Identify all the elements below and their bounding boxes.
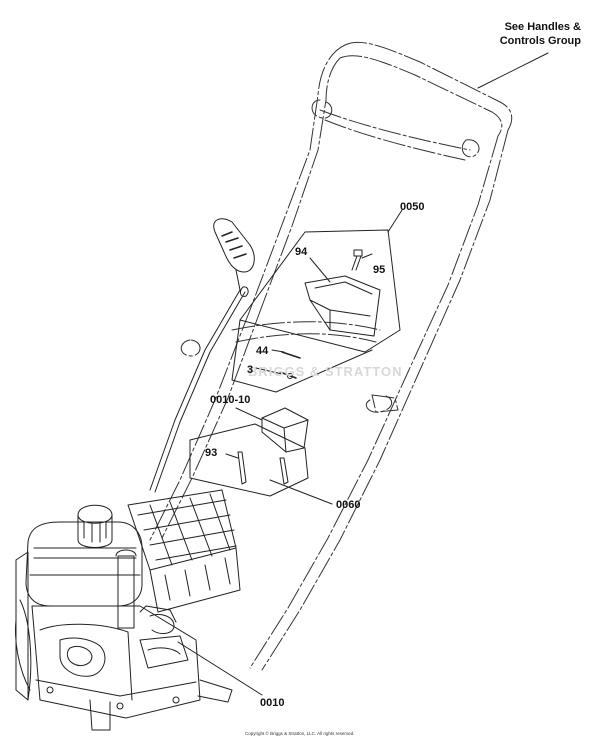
copyright-notice: Copyright © Briggs & Stratton, LLC. All …: [245, 731, 355, 736]
callout-94: 94: [295, 246, 308, 258]
callout-0010-10: 0010-10: [210, 394, 251, 406]
watermark: BRIGGS & STRATTON: [248, 364, 403, 379]
see-handles-note-line1: See Handles &: [504, 21, 581, 33]
see-handles-note: See Handles & Controls Group: [500, 20, 581, 48]
part-group-0050: [231, 229, 401, 393]
callout-leaders-0050: [255, 209, 403, 375]
callout-0010: 0010: [260, 697, 285, 709]
callout-44: 44: [256, 345, 269, 357]
see-handles-note-line2: Controls Group: [499, 35, 581, 47]
handle-outline: [149, 41, 513, 671]
callout-0060: 0060: [336, 499, 361, 511]
callout-0050: 0050: [400, 201, 425, 213]
engine-assembly: [15, 489, 241, 731]
dipstick-tube: [149, 218, 255, 493]
note-leader: [477, 52, 549, 89]
callout-3: 3: [247, 364, 254, 376]
callout-95: 95: [373, 264, 386, 276]
callout-93: 93: [205, 447, 218, 459]
callout-leader-0010: [177, 641, 263, 696]
part-group-0060: [189, 407, 333, 505]
